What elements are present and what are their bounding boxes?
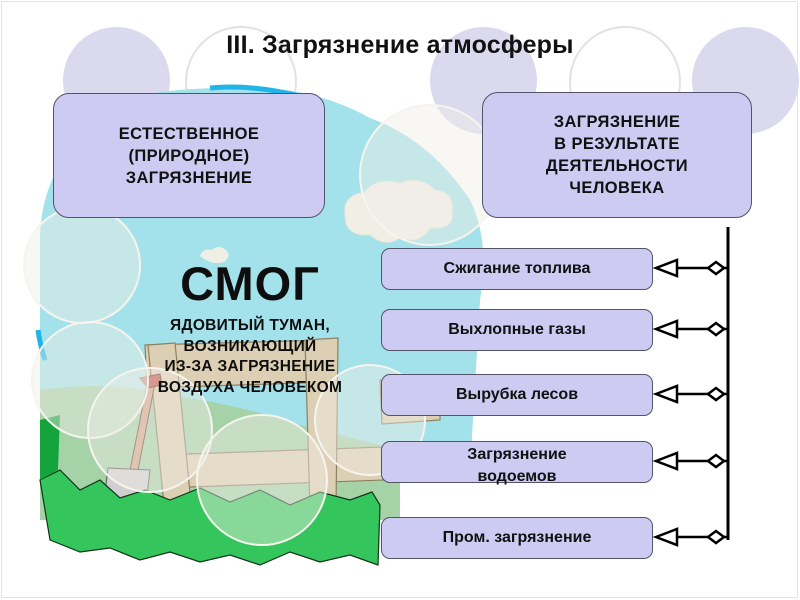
source-label: Загрязнение xyxy=(467,446,567,463)
source-box-industrial: Пром. загрязнение xyxy=(381,517,653,559)
smog-description-line: ИЗ-ЗА ЗАГРЯЗНЕНИЕ xyxy=(164,358,336,375)
arrowhead-left-icon xyxy=(652,451,679,471)
source-box-deforestation: Вырубка лесов xyxy=(381,374,653,416)
arrowhead-left-icon xyxy=(652,258,679,278)
source-box-exhaust: Выхлопные газы xyxy=(381,309,653,351)
box-label-line: ЧЕЛОВЕКА xyxy=(569,179,665,197)
source-box-water-pollution: Загрязнение водоемов xyxy=(381,441,653,485)
source-label: Выхлопные газы xyxy=(448,321,586,338)
diamond-icon xyxy=(705,529,727,545)
cloud-icon xyxy=(200,247,229,264)
arrowhead-left-icon xyxy=(652,384,679,404)
slide-title: III. Загрязнение атмосферы xyxy=(226,31,574,59)
smog-heading: СМОГ xyxy=(180,257,320,310)
source-label: водоемов xyxy=(477,468,557,485)
arrowhead-left-icon xyxy=(652,527,679,547)
source-label: Сжигание топлива xyxy=(443,260,591,277)
diamond-icon xyxy=(705,260,727,276)
box-label-line: ЗАГРЯЗНЕНИЕ xyxy=(125,168,253,187)
box-label-line: ЗАГРЯЗНЕНИЕ xyxy=(553,113,681,131)
diamond-icon xyxy=(705,321,727,337)
fence xyxy=(144,337,441,516)
box-label-line: ДЕЯТЕЛЬНОСТИ xyxy=(545,157,689,175)
box-label-line: В РЕЗУЛЬТАТЕ xyxy=(554,135,680,153)
arrowhead-left-icon xyxy=(652,319,679,339)
diamond-icon xyxy=(705,453,727,469)
smog-description-line: ЯДОВИТЫЙ ТУМАН, xyxy=(170,317,330,334)
human-pollution-box: ЗАГРЯЗНЕНИЕ В РЕЗУЛЬТАТЕ ДЕЯТЕЛЬНОСТИ ЧЕ… xyxy=(482,92,752,218)
cloud-icon xyxy=(344,179,453,243)
sky-rim xyxy=(35,329,48,361)
box-label-line: (ПРИРОДНОЕ) xyxy=(128,146,250,165)
source-label: Пром. загрязнение xyxy=(442,529,592,546)
box-label-line: ЕСТЕСТВЕННОЕ xyxy=(118,124,260,143)
smog-description-line: ВОЗДУХА ЧЕЛОВЕКОМ xyxy=(157,378,343,396)
smog-description-line: ВОЗНИКАЮЩИЙ xyxy=(183,337,317,355)
natural-pollution-box: ЕСТЕСТВЕННОЕ (ПРИРОДНОЕ) ЗАГРЯЗНЕНИЕ xyxy=(53,93,325,218)
source-label: Вырубка лесов xyxy=(455,386,579,403)
smog-description: ЯДОВИТЫЙ ТУМАН, ВОЗНИКАЮЩИЙ ИЗ-ЗА ЗАГРЯЗ… xyxy=(100,316,400,398)
source-box-fuel-burning: Сжигание топлива xyxy=(381,248,653,290)
diamond-icon xyxy=(705,386,727,402)
grass-shade xyxy=(40,415,60,480)
